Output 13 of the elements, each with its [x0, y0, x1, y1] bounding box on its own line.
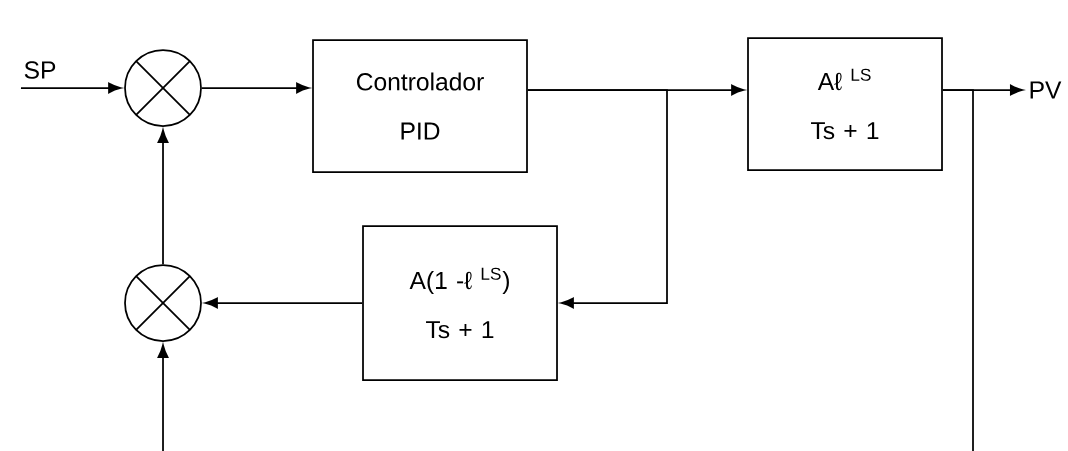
summing-junction	[124, 264, 202, 342]
arrow	[204, 297, 363, 309]
arrow	[527, 89, 668, 309]
arrow	[20, 82, 122, 94]
block-box: Aℓ $^{LS}$ Ts + 1	[747, 37, 943, 171]
arrow	[157, 129, 169, 265]
summing-junction	[124, 49, 202, 127]
signal-label: SP	[24, 61, 56, 79]
block-box: A(1 -ℓ $^{LS}$) Ts + 1	[362, 225, 558, 381]
signal-label: PV	[1030, 81, 1062, 99]
arrow	[157, 344, 169, 451]
arrow	[201, 82, 310, 94]
block-box: Controlador PID	[312, 39, 528, 173]
